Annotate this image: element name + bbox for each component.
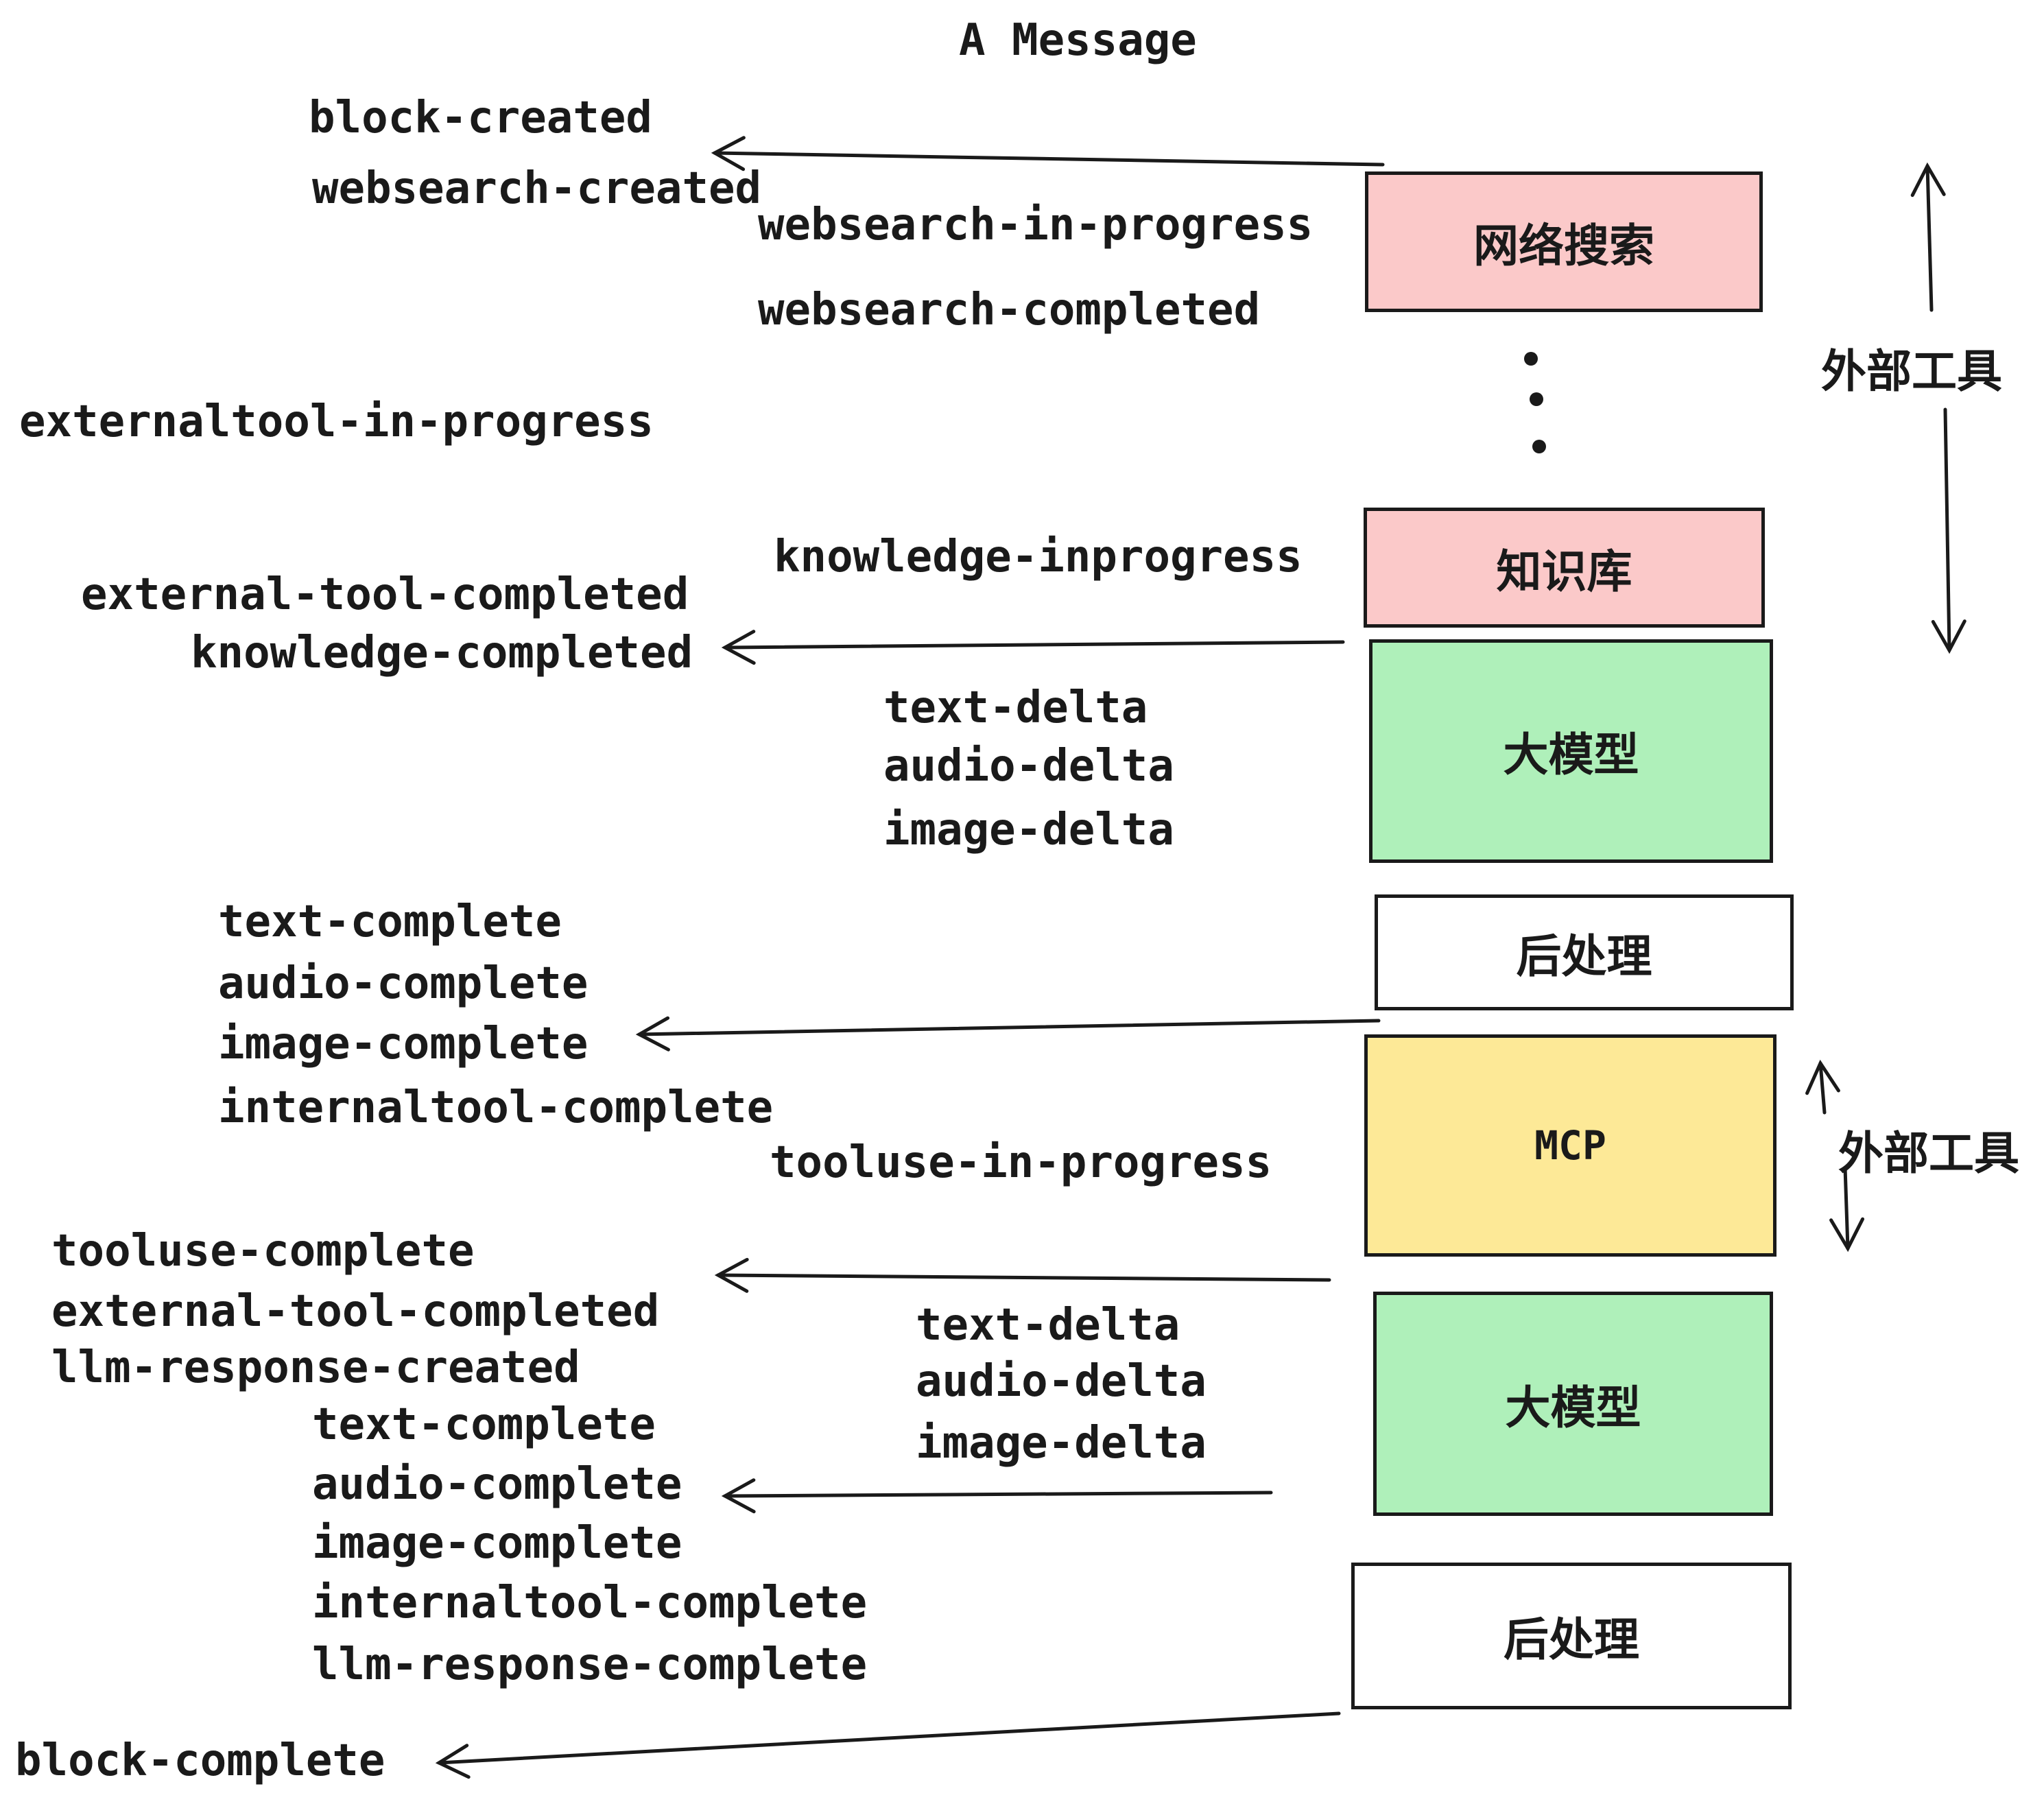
knowledge-base-box-label: 知识库 <box>1496 545 1632 597</box>
external-tools-up-arrow-2 <box>1805 1059 1840 1115</box>
post-processing-box-1-label: 后处理 <box>1516 930 1652 982</box>
llm-box-2: 大模型 <box>1373 1292 1773 1516</box>
external-tools-down-arrow-1 <box>1931 407 1966 654</box>
event-image-delta-1: image-delta <box>883 805 1174 855</box>
event-audio-delta-1: audio-delta <box>883 741 1174 792</box>
event-llm-response-created: llm-response-created <box>51 1342 580 1393</box>
event-knowledge-inprogress: knowledge-inprogress <box>774 532 1303 582</box>
event-knowledge-completed: knowledge-completed <box>191 628 693 678</box>
event-external-tool-completed-1: external-tool-completed <box>81 569 689 620</box>
post-processing-box-1: 后处理 <box>1375 894 1794 1010</box>
external-tools-label-1: 外部工具 <box>1821 346 2002 396</box>
external-tools-up-arrow-1 <box>1910 162 1946 312</box>
arrow-to-audio-complete <box>721 1478 1273 1514</box>
event-websearch-in-progress: websearch-in-progress <box>758 200 1314 250</box>
event-image-complete-2: image-complete <box>312 1518 682 1569</box>
event-websearch-completed: websearch-completed <box>758 285 1261 335</box>
event-block-complete: block-complete <box>15 1735 385 1786</box>
event-image-complete-1: image-complete <box>218 1019 589 1069</box>
event-audio-delta-2: audio-delta <box>916 1356 1207 1407</box>
event-tooluse-complete: tooluse-complete <box>51 1226 475 1277</box>
post-processing-box-2-label: 后处理 <box>1504 1614 1639 1665</box>
event-text-delta-1: text-delta <box>883 683 1148 733</box>
event-text-complete-1: text-complete <box>218 897 562 947</box>
event-external-tool-completed-2: external-tool-completed <box>51 1286 660 1337</box>
event-block-created: block-created <box>309 93 652 143</box>
event-externaltool-in-progress: externaltool-in-progress <box>19 396 654 447</box>
event-tooluse-in-progress: tooluse-in-progress <box>770 1137 1272 1188</box>
llm-box-2-label: 大模型 <box>1505 1381 1641 1433</box>
event-image-delta-2: image-delta <box>916 1418 1207 1469</box>
event-llm-response-complete: llm-response-complete <box>312 1639 868 1690</box>
event-audio-complete-1: audio-complete <box>218 958 589 1009</box>
arrow-to-image-complete <box>635 1016 1381 1052</box>
ellipsis-dot-1 <box>1524 352 1538 366</box>
llm-box-1: 大模型 <box>1369 639 1773 863</box>
event-audio-complete-2: audio-complete <box>312 1459 682 1510</box>
ellipsis-dot-2 <box>1530 392 1543 406</box>
arrow-to-tooluse-complete <box>714 1257 1331 1293</box>
event-internaltool-complete-2: internaltool-complete <box>312 1578 868 1628</box>
event-text-delta-2: text-delta <box>916 1300 1180 1351</box>
event-text-complete-2: text-complete <box>312 1399 656 1450</box>
llm-box-1-label: 大模型 <box>1503 729 1639 780</box>
external-tools-label-2: 外部工具 <box>1838 1128 2019 1178</box>
diagram-title: A Message <box>959 15 1197 66</box>
ellipsis-dot-3 <box>1532 440 1546 453</box>
mcp-box: MCP <box>1364 1034 1776 1257</box>
arrow-websearch-to-block-created <box>711 136 1385 171</box>
arrow-to-block-complete <box>435 1711 1341 1779</box>
web-search-box: 网络搜索 <box>1365 171 1763 312</box>
knowledge-base-box: 知识库 <box>1364 508 1765 628</box>
event-internaltool-complete-1: internaltool-complete <box>218 1082 774 1133</box>
web-search-box-label: 网络搜索 <box>1473 219 1654 271</box>
mcp-box-label: MCP <box>1534 1122 1606 1169</box>
post-processing-box-2: 后处理 <box>1351 1563 1792 1709</box>
arrow-to-knowledge-completed <box>721 630 1345 665</box>
event-websearch-created: websearch-created <box>312 163 762 214</box>
